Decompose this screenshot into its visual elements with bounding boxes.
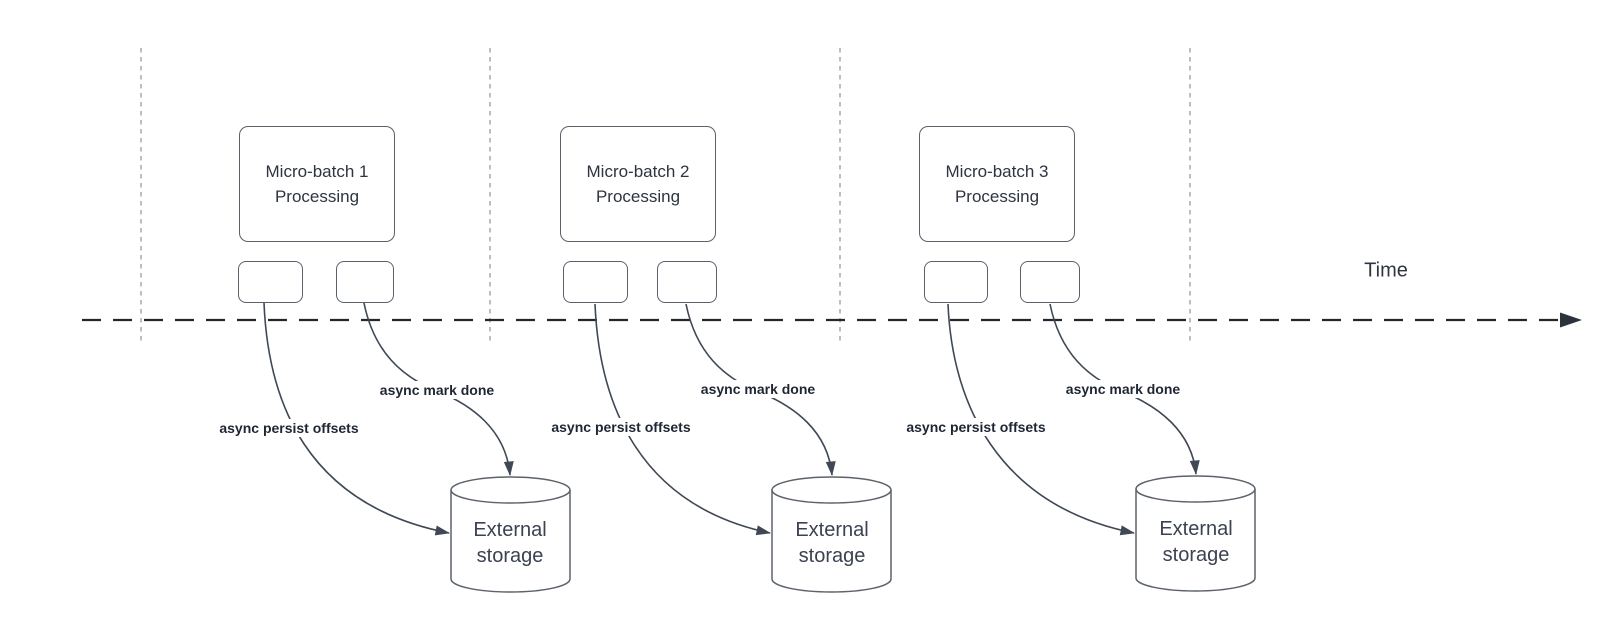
batch-1-async-task-1-box [238, 261, 303, 303]
external-storage-cylinder-3 [1135, 475, 1256, 592]
batch-2-async-task-1-box [563, 261, 628, 303]
time-axis-label: Time [1364, 259, 1408, 282]
persist-offsets-arrow-1 [263, 302, 450, 536]
persist-offsets-arrow-3 [947, 303, 1135, 536]
external-storage-label-3: External storage [1159, 518, 1233, 566]
batch-2-async-task-2-box [657, 261, 717, 303]
batch-3-async-task-1-box [924, 261, 988, 303]
mark-done-label-2: async mark done [696, 380, 820, 398]
external-storage-label-1: External storage [473, 519, 547, 567]
micro-batch-1-box: Micro-batch 1 Processing [239, 126, 395, 242]
mark-done-label-3: async mark done [1061, 380, 1185, 398]
micro-batch-3-box: Micro-batch 3 Processing [919, 126, 1075, 242]
mark-done-label-1: async mark done [375, 381, 499, 399]
micro-batch-2-box: Micro-batch 2 Processing [560, 126, 716, 242]
micro-batch-1-title: Micro-batch 1 Processing [265, 162, 369, 206]
external-storage-label-2: External storage [795, 519, 869, 567]
batch-3-async-task-2-box [1020, 261, 1080, 303]
persist-offsets-arrow-2 [594, 303, 771, 536]
persist-offsets-label-2: async persist offsets [547, 418, 695, 436]
external-storage-cylinder-2 [771, 476, 892, 593]
batch-1-async-task-2-box [336, 261, 394, 303]
persist-offsets-label-1: async persist offsets [215, 419, 363, 437]
persist-offsets-label-3: async persist offsets [902, 418, 1050, 436]
micro-batch-2-title: Micro-batch 2 Processing [586, 162, 690, 206]
time-axis-arrowhead-icon [1560, 312, 1582, 328]
external-storage-cylinder-1 [450, 476, 571, 593]
micro-batch-3-title: Micro-batch 3 Processing [945, 162, 1049, 206]
